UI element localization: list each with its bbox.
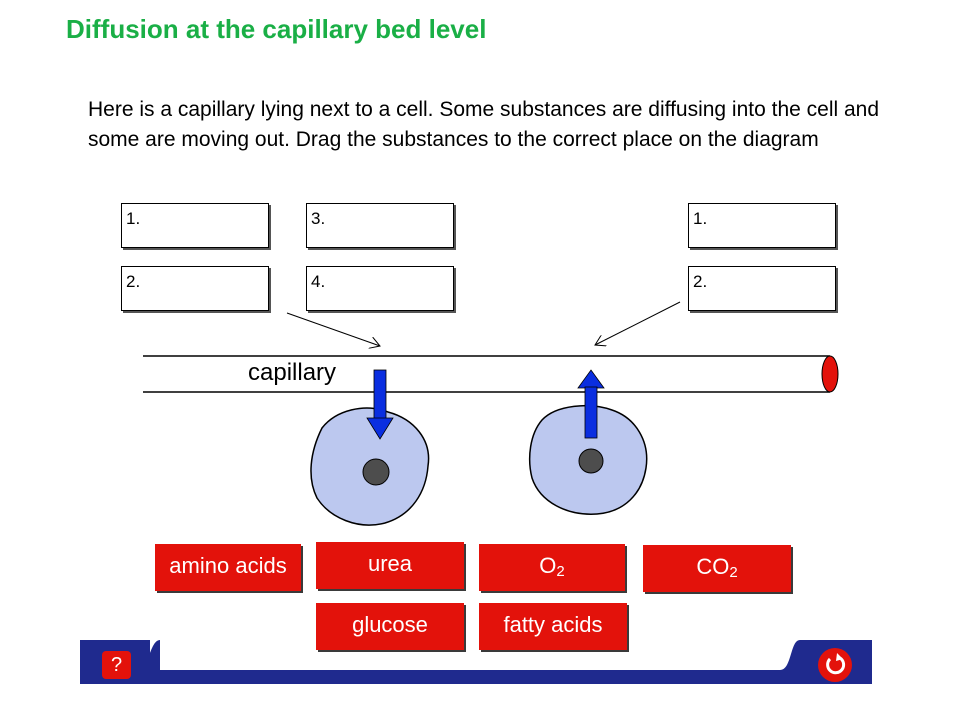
drop-slot-out-1[interactable]: 1.: [688, 203, 836, 248]
page-title: Diffusion at the capillary bed level: [66, 14, 487, 44]
back-button[interactable]: [818, 648, 852, 682]
chip-o2[interactable]: O2: [479, 544, 625, 591]
chip-urea[interactable]: urea: [316, 542, 464, 589]
drop-slot-in-3[interactable]: 3.: [306, 203, 454, 248]
cell-left: [310, 407, 430, 526]
drop-slot-in-4[interactable]: 4.: [306, 266, 454, 311]
arrow-into-cell: [366, 369, 394, 440]
pointer-line-out: [595, 301, 681, 345]
chip-o2-subscript: 2: [556, 563, 565, 580]
chip-co2-subscript: 2: [729, 564, 738, 581]
chip-o2-text: O: [539, 553, 557, 578]
drop-slot-out-2[interactable]: 2.: [688, 266, 836, 311]
return-arrow-icon: [826, 653, 846, 675]
capillary-tube: [143, 355, 839, 393]
chip-fatty-acids[interactable]: fatty acids: [479, 603, 627, 650]
chip-amino-acids[interactable]: amino acids: [155, 544, 301, 591]
chip-glucose[interactable]: glucose: [316, 603, 464, 650]
cell-right: [529, 404, 648, 515]
help-button[interactable]: ?: [102, 651, 131, 679]
drop-slot-in-1[interactable]: 1.: [121, 203, 269, 248]
capillary-label: capillary: [248, 359, 337, 386]
pointer-line-in: [286, 312, 380, 346]
chip-co2[interactable]: CO2: [643, 545, 791, 592]
arrow-out-of-cell: [577, 369, 605, 439]
chip-co2-text: CO: [696, 554, 730, 579]
drop-slot-in-2[interactable]: 2.: [121, 266, 269, 311]
instructions-text: Here is a capillary lying next to a cell…: [88, 98, 880, 151]
